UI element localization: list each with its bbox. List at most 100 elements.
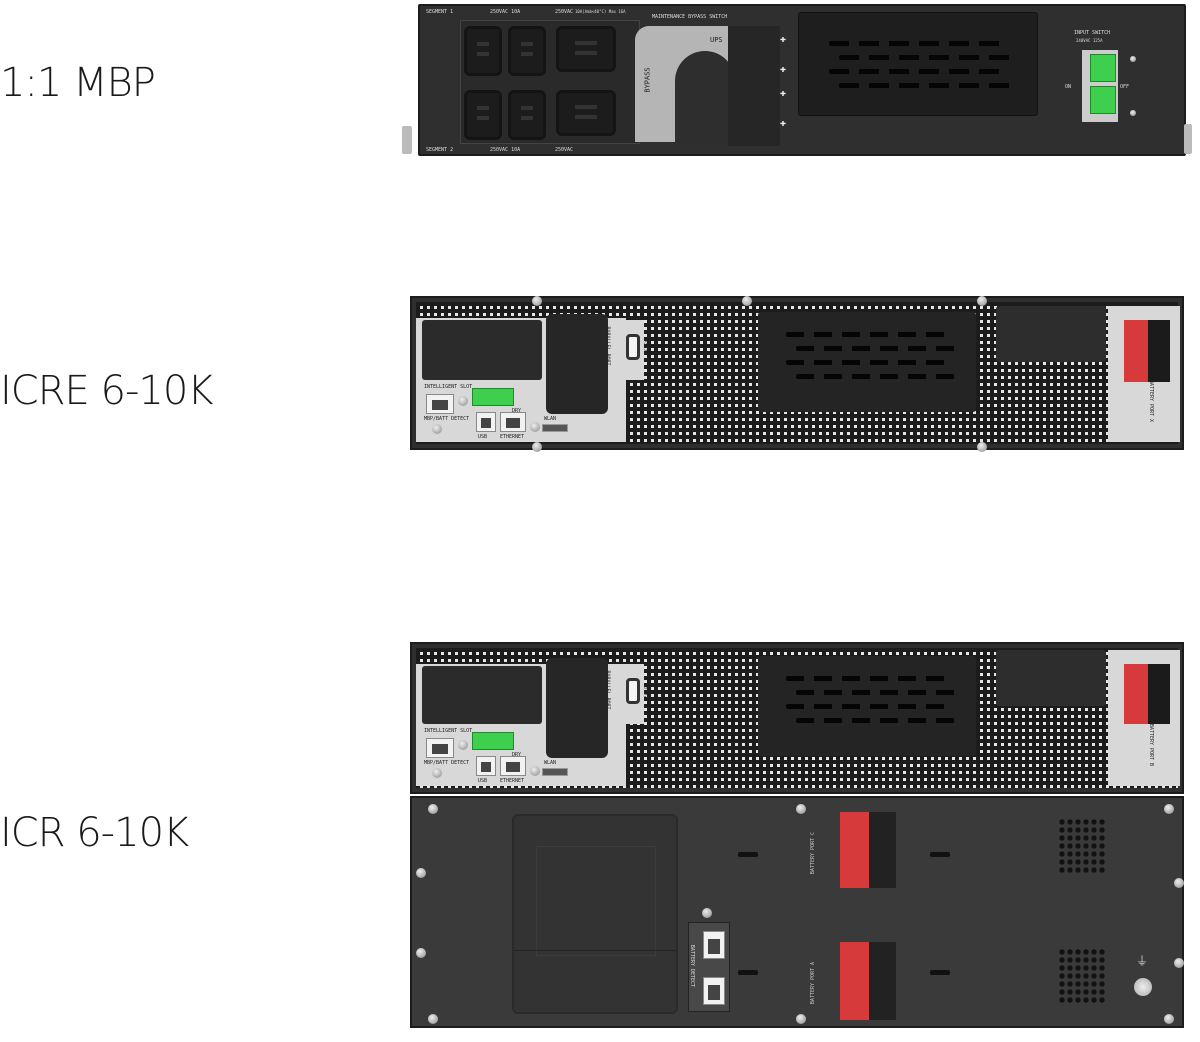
screw (432, 424, 442, 434)
ground-symbol-icon: ⏚ (1136, 954, 1149, 968)
ethernet-port[interactable] (500, 756, 526, 776)
vent-grille (1058, 818, 1106, 874)
mount-slot (738, 852, 758, 857)
wlan-port[interactable] (542, 424, 568, 432)
battery-port-x-terminal[interactable] (1124, 320, 1170, 382)
screw (532, 442, 542, 452)
vent-grille (1058, 948, 1106, 1004)
screw (530, 422, 540, 432)
usb-label: USB (478, 778, 488, 784)
usb-port[interactable] (476, 756, 496, 776)
intelligent-slot-cover (422, 320, 542, 380)
rs232-port[interactable] (626, 334, 640, 360)
screw (532, 296, 542, 306)
rack-handle-left (402, 126, 412, 154)
dry-contact-terminal[interactable] (472, 732, 514, 750)
rating-c13-top: 250VAC 10A (490, 9, 521, 15)
screw (428, 1014, 438, 1024)
product-label-icr: ICR 6-10K (0, 810, 189, 856)
battery-port-c-terminal[interactable] (840, 812, 896, 888)
bypass-rotary-knob[interactable] (675, 51, 735, 143)
screw (742, 296, 752, 306)
rs232-label: RS232 (642, 683, 649, 699)
fan-cover (758, 312, 976, 412)
c13-outlet[interactable] (464, 26, 502, 76)
screw (1174, 958, 1184, 968)
rack-handle-right (1184, 124, 1192, 154)
screw (1174, 878, 1184, 888)
c13-outlet[interactable] (508, 90, 546, 140)
battery-detect-plate: BATTERY DETECT (688, 922, 730, 1012)
rating-c19-top: 250VAC (555, 9, 574, 15)
off-label: OFF (1120, 84, 1130, 90)
c13-outlet[interactable] (508, 26, 546, 76)
battery-detect-port[interactable] (703, 931, 725, 959)
mbp-batt-detect-port[interactable] (426, 738, 454, 758)
rs232-port[interactable] (626, 678, 640, 704)
bypass-switch-cover (728, 26, 780, 146)
parallel-port-cover[interactable] (546, 314, 608, 414)
blank-cover (996, 650, 1106, 706)
screw (796, 1014, 806, 1024)
rating-c19-detail-top: 10A(Amb<40°C) Max 16A (575, 9, 626, 14)
screw (1130, 110, 1136, 116)
screw (530, 766, 540, 776)
parallel-port-cover[interactable] (546, 658, 608, 758)
screw (1164, 1014, 1174, 1024)
screw (1130, 56, 1136, 62)
battery-detect-label: BATTERY DETECT (689, 944, 696, 988)
wlan-port[interactable] (542, 768, 568, 776)
dry-contact-terminal[interactable] (472, 388, 514, 406)
input-switch-label: INPUT SWITCH (1074, 30, 1111, 36)
wlan-label: WLAN (544, 760, 557, 766)
rating-c19-bottom: 250VAC (555, 147, 574, 153)
ethernet-port[interactable] (500, 412, 526, 432)
battery-port-a-label: BATTERY PORT A (810, 961, 817, 1005)
dry-label: DRY (512, 752, 522, 758)
screw (796, 804, 806, 814)
input-breaker-toggle[interactable] (1090, 86, 1116, 114)
ups-position-label: UPS (710, 36, 723, 44)
c19-outlet[interactable] (556, 90, 616, 136)
parallel-port-label: PARALLEL PORT (604, 326, 611, 366)
icre-unit-rear-panel: INTELLIGENT SLOT DRY MBP/BATT DETECT USB… (410, 296, 1184, 452)
plus-icon: ✚ (780, 88, 787, 99)
screw (977, 442, 987, 452)
mbp-batt-detect-port[interactable] (426, 394, 454, 414)
battery-detect-port[interactable] (703, 977, 725, 1005)
c13-outlet[interactable] (464, 90, 502, 140)
intelligent-slot-label: INTELLIGENT SLOT (424, 728, 473, 734)
battery-port-c-label: BATTERY PORT C (810, 831, 817, 875)
screw (702, 908, 712, 918)
plus-icon: ✚ (780, 34, 787, 45)
blank-cover (996, 306, 1106, 362)
battery-port-a-terminal[interactable] (840, 942, 896, 1020)
screw (432, 768, 442, 778)
ground-screw[interactable] (1134, 978, 1152, 996)
parallel-port-label: PARALLEL PORT (604, 670, 611, 710)
battery-port-x-label: BATTERY PORT X (1148, 379, 1155, 423)
screw (1164, 804, 1174, 814)
intelligent-slot-cover (422, 666, 542, 724)
product-label-mbp: 1:1 MBP (0, 60, 156, 106)
screw (458, 740, 468, 750)
battery-access-cover (512, 814, 678, 1014)
mount-slot (738, 970, 758, 975)
rs232-label: RS232 (642, 339, 649, 355)
mbp-batt-detect-label: MBP/BATT DETECT (424, 416, 470, 422)
screw (977, 296, 987, 306)
battery-port-b-label: BATTERY PORT B (1148, 723, 1155, 767)
on-label: ON (1065, 84, 1072, 90)
usb-port[interactable] (476, 412, 496, 432)
ethernet-label: ETHERNET (500, 434, 525, 440)
c19-outlet[interactable] (556, 26, 616, 72)
mbp-unit-rear-panel: SEGMENT 1 250VAC 10A 250VAC 10A(Amb<40°C… (402, 4, 1186, 156)
plus-icon: ✚ (780, 64, 787, 75)
intelligent-slot-label: INTELLIGENT SLOT (424, 384, 473, 390)
icr-unit-rear-panel: INTELLIGENT SLOT DRY MBP/BATT DETECT USB… (410, 642, 1184, 794)
battery-port-b-terminal[interactable] (1124, 664, 1170, 724)
input-breaker-toggle[interactable] (1090, 54, 1116, 82)
wlan-label: WLAN (544, 416, 557, 422)
usb-label: USB (478, 434, 488, 440)
icr-battery-pack-panel: BATTERY DETECT BATTERY PORT C BATTERY PO… (410, 796, 1184, 1028)
